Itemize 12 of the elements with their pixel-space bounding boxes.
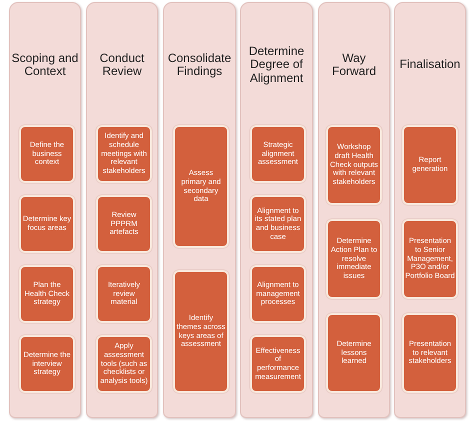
phase-column — [163, 2, 236, 418]
phase-column — [394, 2, 466, 418]
column-heading: Finalisation — [400, 58, 460, 72]
phase-column — [318, 2, 390, 418]
phase-column — [240, 2, 313, 418]
phase-column — [9, 2, 81, 418]
column-heading: Way Forward — [330, 52, 377, 78]
column-heading: Consolidate Findings — [166, 52, 232, 78]
column-heading: Conduct Review — [98, 52, 146, 78]
column-heading: Determine Degree of Alignment — [248, 44, 306, 86]
column-heading: Scoping and Context — [10, 52, 80, 78]
phase-column — [86, 2, 158, 418]
